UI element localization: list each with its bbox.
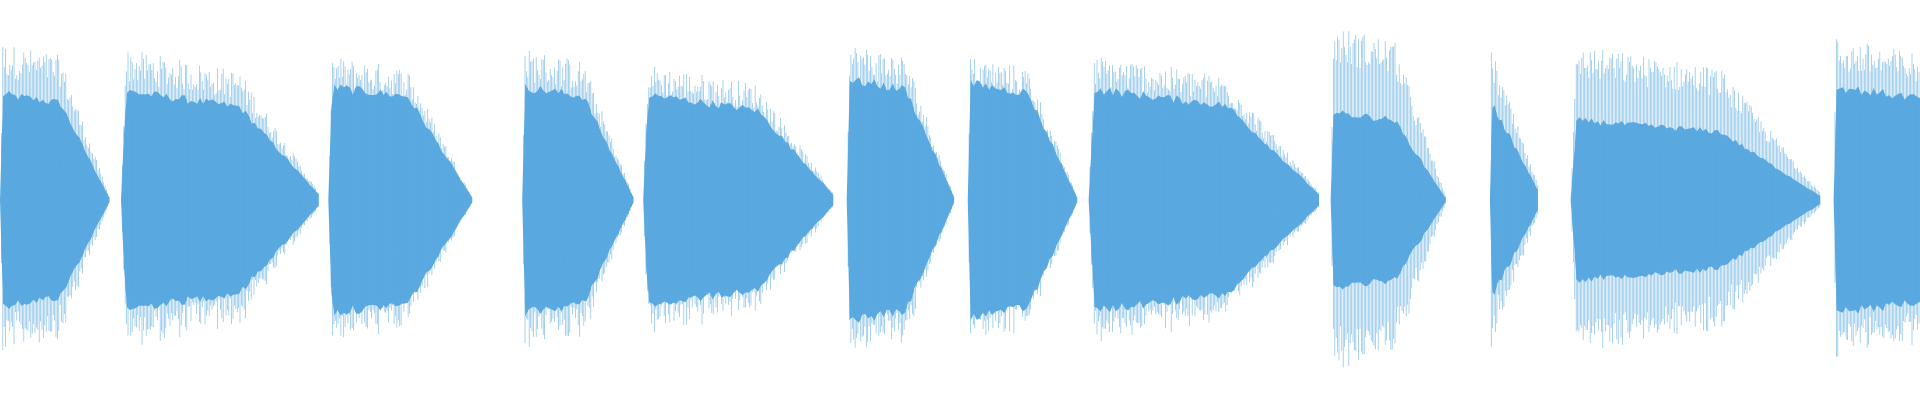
waveform-body	[328, 84, 473, 316]
waveform-peaks	[1834, 39, 1920, 357]
waveform-segment	[967, 58, 1078, 336]
waveform-peaks	[847, 48, 954, 348]
waveform-segment	[1489, 52, 1538, 347]
waveform-peaks	[644, 66, 833, 332]
waveform-segment	[1088, 57, 1319, 342]
waveform-body	[846, 77, 955, 323]
waveform-peaks	[968, 58, 1078, 336]
waveform-peaks	[1490, 52, 1538, 347]
waveform-peaks	[1, 47, 110, 350]
waveform-segment	[846, 48, 955, 348]
waveform-segment	[328, 58, 473, 338]
waveform-peaks	[1331, 31, 1446, 368]
waveform-segment	[1833, 39, 1920, 357]
waveform-segment	[522, 50, 634, 347]
waveform-peaks	[1571, 50, 1821, 349]
waveform-peaks	[523, 50, 634, 347]
waveform-peaks	[329, 58, 472, 338]
waveform-segment	[121, 52, 319, 345]
waveform-segment	[0, 47, 110, 350]
waveform-segment	[1570, 50, 1821, 349]
waveform-peaks	[122, 52, 319, 345]
waveform-segment	[643, 66, 834, 332]
waveform-segment	[1330, 31, 1446, 368]
waveform-peaks	[1089, 57, 1319, 342]
